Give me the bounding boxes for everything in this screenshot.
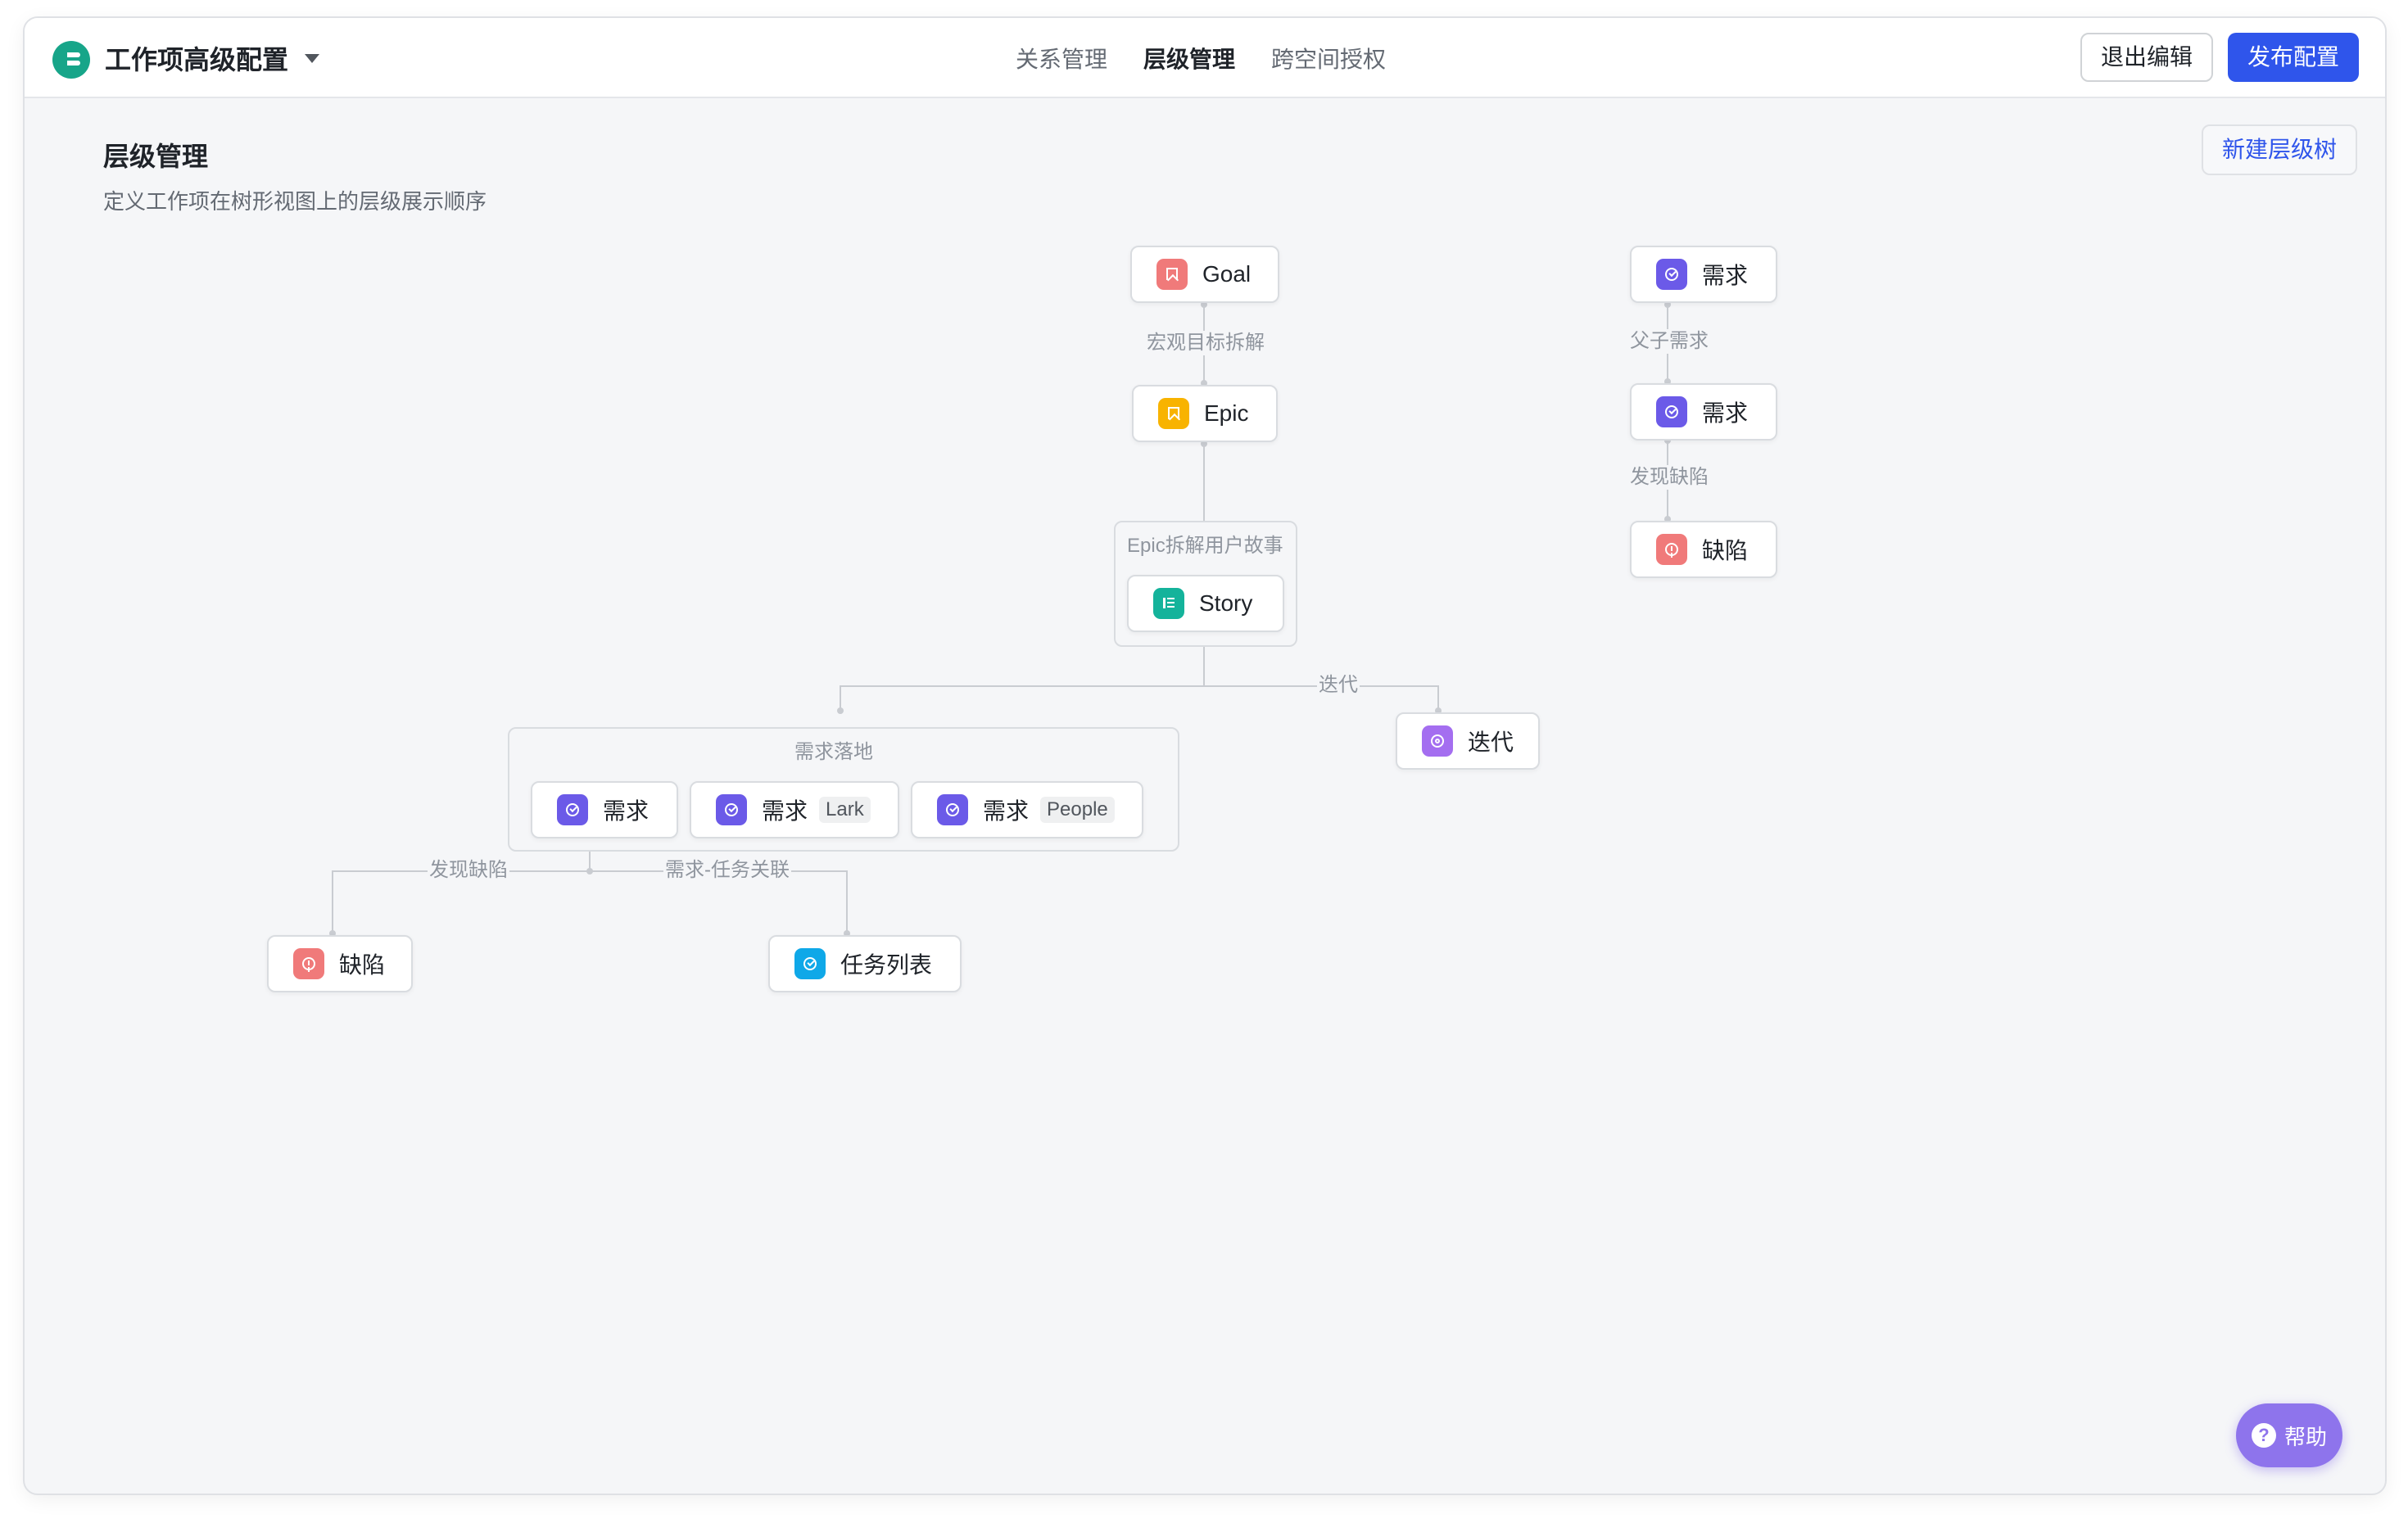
tab-relation[interactable]: 关系管理 [1016, 47, 1108, 72]
node-task-list[interactable]: 任务列表 [768, 935, 962, 992]
node-label: 需求 [603, 798, 650, 824]
node-label: 需求 [762, 798, 808, 824]
node-goal[interactable]: Goal [1130, 246, 1279, 303]
tree-connectors [329, 301, 1671, 937]
space-tag: Lark [819, 797, 871, 823]
node-requirement-lark[interactable]: 需求 Lark [690, 781, 899, 838]
node-label: 需求 [983, 798, 1030, 824]
bookmark-icon [1158, 398, 1189, 429]
check-circle-icon [937, 794, 968, 825]
node-label: 任务列表 [840, 952, 933, 978]
group-label-story: Epic拆解用户故事 [1127, 535, 1283, 557]
node-requirement-child[interactable]: 需求 [1630, 383, 1777, 441]
help-button[interactable]: ? 帮助 [2236, 1403, 2342, 1467]
tab-hierarchy[interactable]: 层级管理 [1143, 47, 1236, 72]
question-icon: ? [2251, 1423, 2276, 1448]
bookmark-icon [1156, 259, 1188, 290]
edge-label-iteration: 迭代 [1317, 673, 1360, 698]
node-label: Story [1199, 590, 1253, 616]
publish-button[interactable]: 发布配置 [2228, 33, 2359, 82]
node-label: Epic [1204, 400, 1249, 426]
alert-icon [1656, 534, 1687, 565]
node-label: 需求 [1702, 400, 1749, 426]
alert-icon [293, 948, 324, 979]
check-circle-icon [794, 948, 826, 979]
node-label: Goal [1202, 261, 1252, 287]
edge-label-parent-child: 父子需求 [1628, 329, 1710, 354]
node-label: 需求 [1702, 263, 1749, 288]
edge-label-bug: 发现缺陷 [428, 858, 509, 883]
tab-cross-space[interactable]: 跨空间授权 [1271, 47, 1387, 72]
node-epic[interactable]: Epic [1132, 385, 1278, 442]
check-circle-icon [1656, 396, 1687, 427]
node-bug-2[interactable]: 缺陷 [1630, 521, 1777, 578]
app-title[interactable]: 工作项高级配置 [105, 45, 289, 75]
node-label: 缺陷 [339, 952, 386, 978]
edge-label-bug-2: 发现缺陷 [1628, 465, 1710, 490]
check-circle-icon [557, 794, 588, 825]
group-label-requirement: 需求落地 [794, 741, 873, 763]
top-bar: 工作项高级配置 关系管理 层级管理 跨空间授权 退出编辑 发布配置 [25, 18, 2385, 98]
help-label: 帮助 [2284, 1424, 2327, 1449]
space-tag: People [1040, 797, 1115, 823]
new-tree-button[interactable]: 新建层级树 [2202, 124, 2357, 175]
node-iteration[interactable]: 迭代 [1396, 712, 1540, 770]
node-requirement-people[interactable]: 需求 People [911, 781, 1143, 838]
node-requirement-root[interactable]: 需求 [1630, 246, 1777, 303]
check-circle-icon [1656, 259, 1687, 290]
edge-label-task: 需求-任务关联 [663, 858, 791, 883]
node-label: 缺陷 [1702, 538, 1749, 563]
chevron-down-icon[interactable] [305, 54, 319, 63]
edge-label-goal-epic: 宏观目标拆解 [1145, 331, 1266, 355]
node-requirement[interactable]: 需求 [531, 781, 678, 838]
page-title: 层级管理 [103, 142, 209, 171]
exit-edit-button[interactable]: 退出编辑 [2080, 33, 2213, 82]
node-label: 迭代 [1468, 730, 1514, 755]
cycle-icon [1422, 725, 1453, 757]
app-logo-icon [52, 41, 90, 79]
node-bug[interactable]: 缺陷 [267, 935, 413, 992]
app-window: 工作项高级配置 关系管理 层级管理 跨空间授权 退出编辑 发布配置 层级管理 定… [23, 16, 2387, 1495]
page-description: 定义工作项在树形视图上的层级展示顺序 [103, 189, 487, 214]
list-icon [1153, 588, 1184, 619]
node-story[interactable]: Story [1127, 575, 1284, 632]
check-circle-icon [716, 794, 747, 825]
